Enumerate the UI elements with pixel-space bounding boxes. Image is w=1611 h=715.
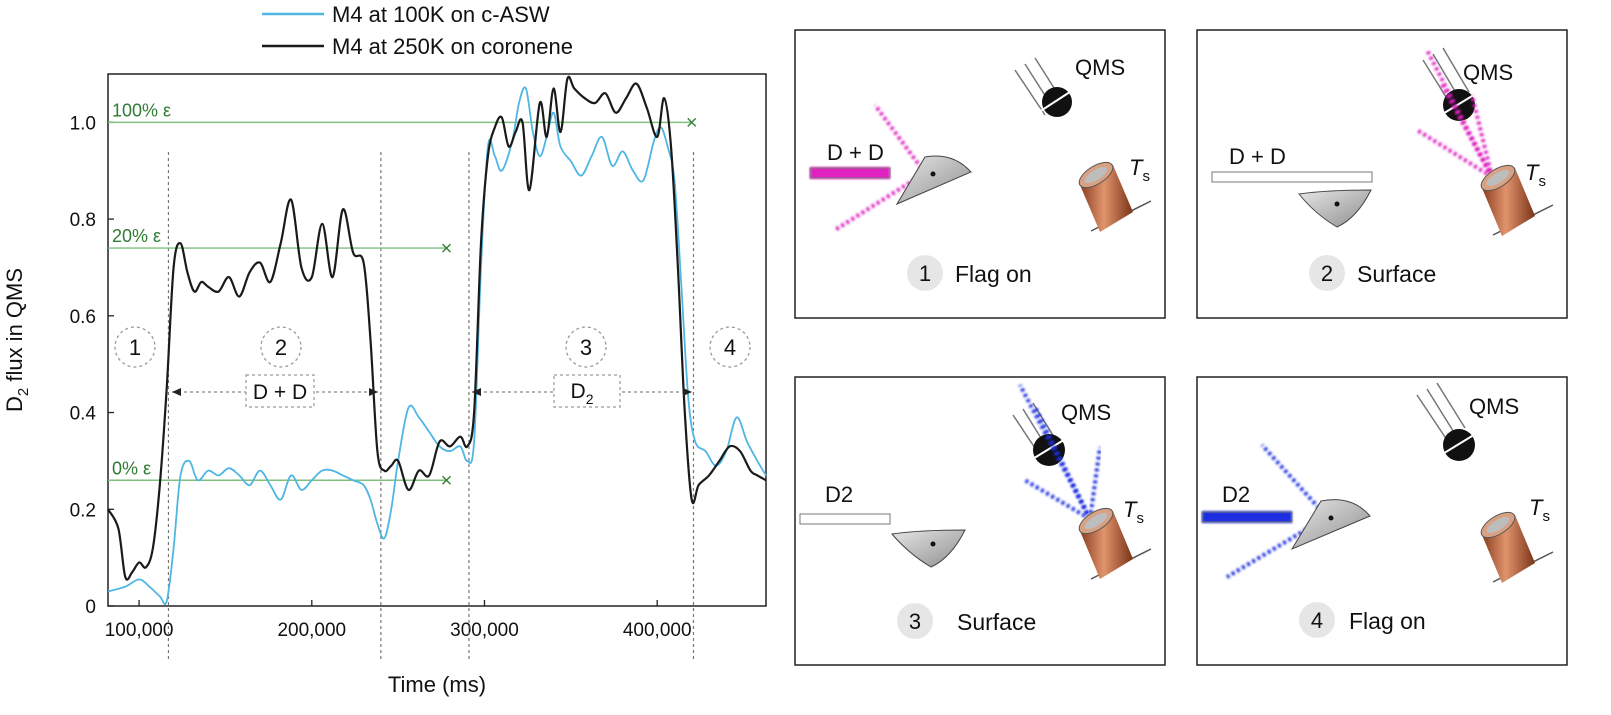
panel-number: 1	[919, 261, 931, 286]
legend-label-coronene: M4 at 250K on coronene	[332, 34, 573, 59]
series-line-coronene	[107, 75, 767, 581]
panel-caption: Surface	[957, 609, 1036, 635]
qms-detector-icon	[1014, 57, 1074, 117]
sample-holder-icon	[1078, 161, 1152, 232]
d2-beam	[799, 384, 1102, 525]
reference-line-label: 20% ε	[112, 226, 161, 246]
x-axis: 100,000 200,000 300,000 400,000	[105, 600, 692, 641]
panel-caption: Surface	[1357, 261, 1436, 287]
ts-label: Ts	[1525, 160, 1546, 190]
data-series	[107, 75, 767, 606]
y-tick-label: 0.6	[70, 307, 96, 328]
flag-icon	[1298, 189, 1372, 228]
qms-label: QMS	[1075, 55, 1125, 80]
phase-marker-2: 2	[260, 326, 302, 368]
phase-dividers	[167, 152, 695, 660]
panel-number: 2	[1321, 261, 1333, 286]
sample-holder-icon	[1480, 164, 1554, 236]
y-axis: 0 0.2 0.4 0.6 0.8 1.0	[70, 113, 114, 618]
ts-label: Ts	[1129, 155, 1150, 185]
x-tick-label: 300,000	[450, 620, 519, 641]
beam-label: D2	[1222, 482, 1250, 507]
reference-line-label: 0% ε	[112, 458, 151, 478]
panel-number-badge	[1309, 255, 1345, 291]
legend: M4 at 100K on c-ASW M4 at 250K on corone…	[262, 2, 573, 59]
panel-1: QMS D + D Ts 1 Flag on	[794, 29, 1166, 319]
plot-frame	[107, 73, 767, 607]
qms-label: QMS	[1061, 400, 1111, 425]
phase-marker-4: 4	[709, 326, 751, 368]
reference-end-marker	[687, 117, 697, 127]
x-tick-label: 100,000	[105, 620, 174, 641]
y-tick-label: 0.2	[70, 500, 96, 521]
x-axis-label: Time (ms)	[388, 672, 486, 697]
ts-label: Ts	[1529, 495, 1550, 525]
panel-2: QMS D + D Ts 2 Surface	[1196, 29, 1568, 319]
svg-text:3: 3	[580, 335, 592, 360]
span-d2: D2	[472, 374, 692, 408]
panel-number: 3	[909, 609, 921, 634]
span-dd: D + D	[172, 374, 378, 408]
span-d2-label: D2	[571, 380, 594, 407]
phase-marker-3: 3	[565, 326, 607, 368]
qms-detector-icon	[1416, 382, 1478, 461]
sample-holder-icon	[1480, 511, 1554, 583]
beam-label: D + D	[827, 140, 884, 165]
qms-label: QMS	[1463, 60, 1513, 85]
reference-line-label: 100% ε	[112, 100, 171, 120]
beam-label: D + D	[1229, 144, 1286, 169]
y-tick-label: 0	[85, 597, 96, 618]
panel-caption: Flag on	[955, 261, 1032, 287]
svg-text:2: 2	[275, 335, 287, 360]
efficiency-reference-lines: 100% ε 20% ε 0% ε	[108, 100, 697, 485]
y-tick-label: 0.8	[70, 210, 96, 231]
panel-4: QMS D2 Ts 4 Flag on	[1196, 376, 1568, 666]
flag-icon	[1290, 499, 1371, 551]
panel-3: QMS D2 Ts 3 Surface	[794, 376, 1166, 666]
span-dd-label: D + D	[253, 381, 307, 404]
legend-label-casw: M4 at 100K on c-ASW	[332, 2, 550, 27]
series-line-casw	[107, 86, 767, 606]
panel-number: 4	[1311, 608, 1323, 633]
svg-text:1: 1	[129, 335, 141, 360]
phase-marker-1: 1	[114, 326, 156, 368]
panel-number-badge	[1299, 602, 1335, 638]
x-tick-label: 200,000	[277, 620, 346, 641]
reference-end-marker	[442, 475, 451, 485]
flag-icon	[895, 155, 972, 206]
svg-text:4: 4	[724, 335, 736, 360]
x-tick-label: 400,000	[623, 620, 692, 641]
qms-label: QMS	[1469, 394, 1519, 419]
panel-caption: Flag on	[1349, 608, 1426, 634]
y-tick-label: 1.0	[70, 113, 96, 134]
beam-label: D2	[825, 482, 853, 507]
panel-number-badge	[897, 603, 933, 639]
reference-end-marker	[442, 243, 451, 253]
ts-label: Ts	[1123, 497, 1144, 527]
qms-detector-icon	[1422, 47, 1478, 121]
flag-icon	[891, 529, 966, 568]
sample-holder-icon	[1078, 507, 1152, 580]
chart: M4 at 100K on c-ASW M4 at 250K on corone…	[2, 2, 767, 697]
y-axis-label: D2 flux in QMS	[2, 268, 32, 412]
y-tick-label: 0.4	[70, 404, 97, 425]
dd-beam	[1211, 49, 1494, 183]
panel-number-badge	[907, 255, 943, 291]
